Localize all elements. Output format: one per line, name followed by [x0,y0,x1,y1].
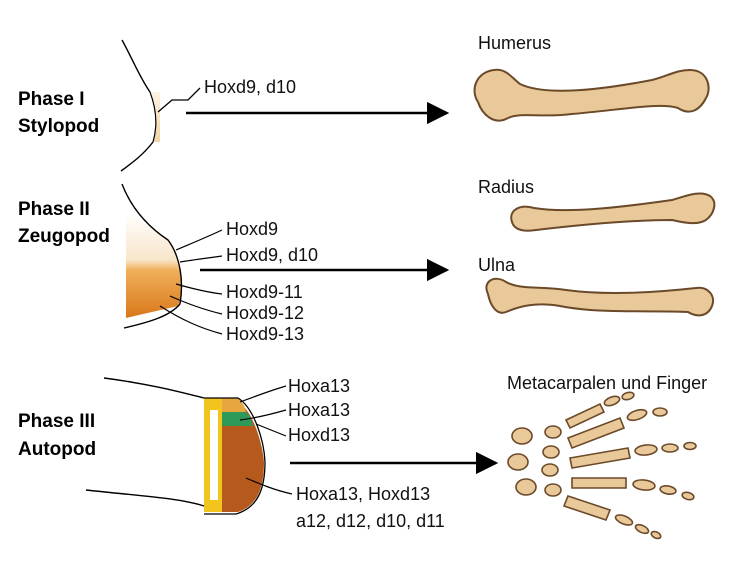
radius-label: Radius [478,177,534,197]
phase-3-group: Phase III Autopod Hoxa13 Hoxa13 Hoxd13 H… [18,373,707,540]
phase-3-gene-label-2: Hoxa13 [288,400,350,420]
phase-2-subtitle: Zeugopod [18,226,110,247]
phase-1-gene-label: Hoxd9, d10 [204,77,296,97]
ulna-label: Ulna [478,255,516,275]
phase-2-gene-label-5: Hoxd9-13 [226,324,304,344]
radius-bone [511,193,714,230]
ulna-bone [486,279,713,316]
humerus-bone [475,70,709,121]
humerus-label: Humerus [478,33,551,53]
phase-3-gene-label-4: Hoxa13, Hoxd13 [296,484,430,504]
phase-2-group: Phase II Zeugopod Hoxd9 Hoxd9, d10 Hoxd9… [18,177,714,344]
phase-1-title: Phase I [18,89,85,110]
phase-3-light-top [222,398,246,412]
phase-1-group: Phase I Stylopod Hoxd9, d10 Humerus [18,33,709,172]
metacarpals-label: Metacarpalen und Finger [507,373,707,393]
phase-3-outline-upper [104,378,204,398]
phase-3-white-band [210,410,218,500]
phase-2-gene-label-1: Hoxd9 [226,219,278,239]
phase-2-gene-label-2: Hoxd9, d10 [226,245,318,265]
phase-1-outline-upper [122,40,150,92]
phase-1-gene-pointer [158,88,200,112]
phase-3-outline-lower [86,490,204,506]
phase-2-gene-label-3: Hoxd9-11 [226,282,303,302]
phase-3-subtitle: Autopod [18,439,96,460]
phase-2-title: Phase II [18,199,90,220]
hand-bones [508,391,696,540]
phase-3-gene-label-5: a12, d12, d10, d11 [296,511,445,531]
phase-2-gene-label-4: Hoxd9-12 [226,303,304,323]
phase-3-gene-label-1: Hoxa13 [288,376,350,396]
phase-1-subtitle: Stylopod [18,116,99,137]
phase-2-tissue-fill [126,212,181,318]
phase-3-title: Phase III [18,411,95,432]
phase-1-outline-lower [121,142,153,171]
phase-3-gene-label-3: Hoxd13 [288,425,350,445]
